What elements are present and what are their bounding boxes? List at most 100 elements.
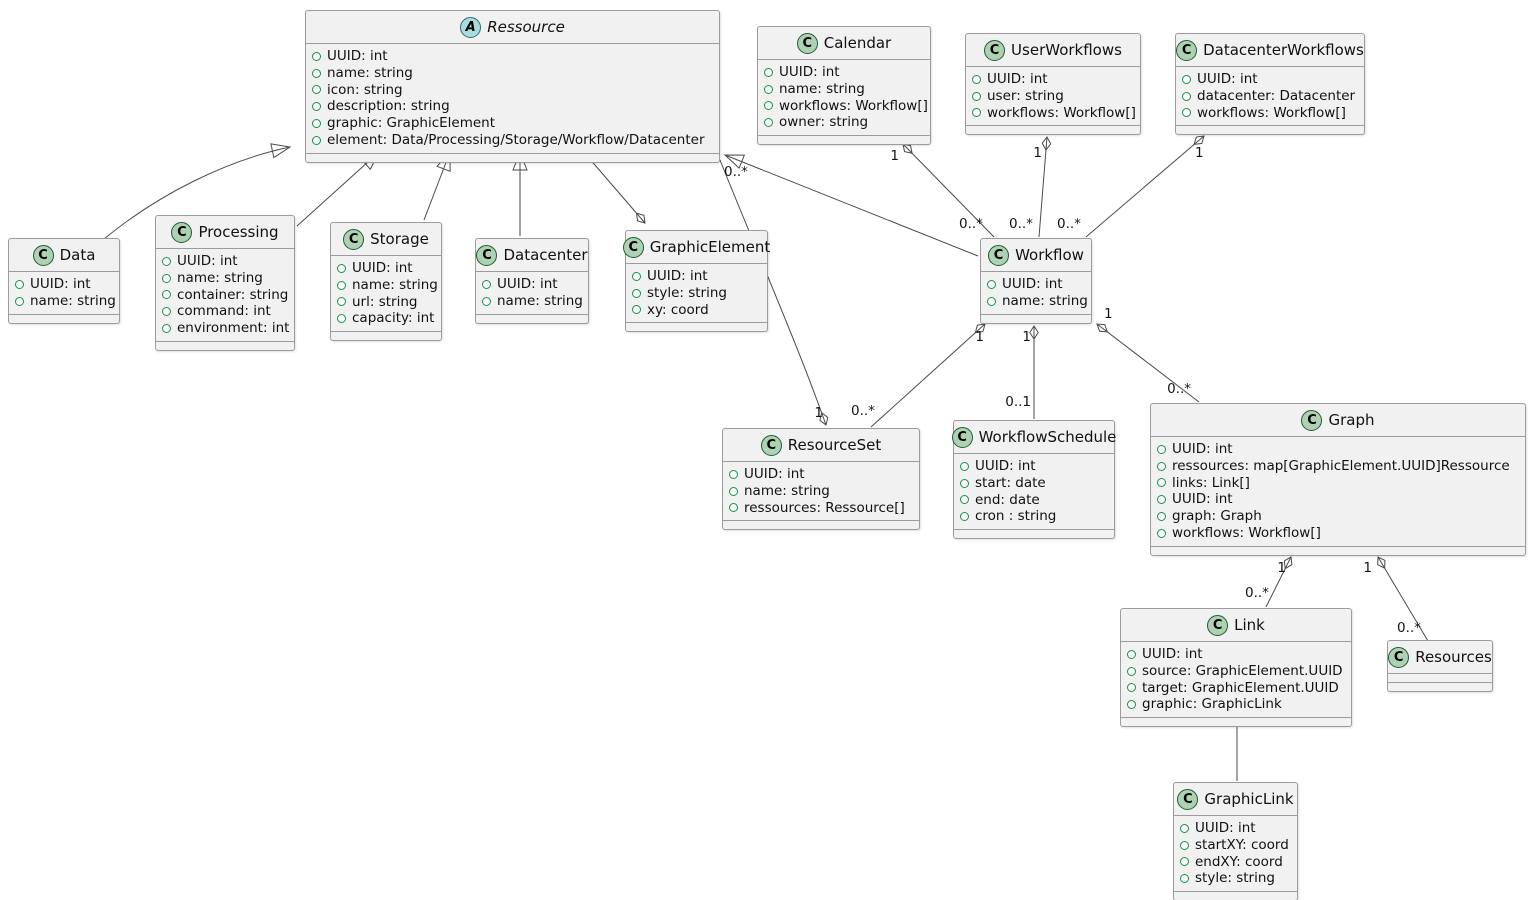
attribute-text: ressources: map[GraphicElement.UUID]Ress… [1172,457,1510,474]
field-visibility-icon [960,461,969,471]
class-icon: C [1177,788,1199,810]
class-title: C UserWorkflows [966,34,1140,67]
attribute-text: capacity: int [352,310,435,327]
multiplicity-label: 1 [1104,306,1113,322]
multiplicity-label: 0..* [1167,381,1191,397]
attribute-text: UUID: int [1172,441,1233,457]
class-name: WorkflowSchedule [978,428,1117,446]
field-visibility-icon [632,271,641,281]
methods-compartment [306,152,719,162]
edge-resourceset-aggregates-ressource [719,159,829,426]
attribute-text: UUID: int [327,48,388,64]
field-visibility-icon [764,101,773,111]
multiplicity-label: 0..* [1245,585,1269,601]
attribute-text: datacenter: Datacenter [1197,87,1356,104]
attribute-row: workflows: Workflow[] [1157,525,1518,542]
attribute-row: UUID: int [1182,71,1357,88]
attribute-text: style: string [647,284,727,301]
multiplicity-label: 0..* [1057,216,1081,232]
attribute-row: name: string [312,65,712,82]
field-visibility-icon [162,324,171,334]
attribute-text: user: string [987,87,1064,104]
class-icon: C [1207,614,1229,636]
class-icon: C [1176,39,1198,61]
attribute-row: cron : string [960,508,1107,525]
field-visibility-icon [312,68,321,78]
attribute-text: UUID: int [1002,276,1063,292]
field-visibility-icon [1127,700,1136,710]
field-visibility-icon [337,280,346,290]
class-icon: C [988,244,1010,266]
attribute-text: UUID: int [352,260,413,276]
attribute-text: UUID: int [1172,491,1233,508]
methods-compartment [331,331,441,340]
attribute-row: start: date [960,475,1107,492]
attribute-row: xy: coord [632,302,760,319]
attribute-text: UUID: int [987,71,1048,87]
attribute-row: target: GraphicElement.UUID [1127,680,1344,697]
edge-graph-aggregates-resources [1377,556,1429,642]
class-title: C ResourceSet [723,429,919,462]
attribute-text: description: string [327,98,450,115]
attribute-row: name: string [15,293,116,310]
attribute-row: UUID: int [1180,820,1290,837]
attribute-text: UUID: int [177,253,238,269]
attribute-row: UUID: int [312,48,712,65]
attribute-row: graphic: GraphicElement [312,115,712,132]
attribute-text: owner: string [779,114,869,131]
attribute-text: workflows: Workflow[] [1197,104,1346,121]
class-icon: C [32,244,54,266]
field-visibility-icon [162,307,171,317]
attribute-text: graph: Graph [1172,508,1262,525]
attribute-row: startXY: coord [1180,837,1290,854]
class-name: Data [59,246,96,264]
attribute-row: UUID: int [1157,441,1518,458]
attribute-row: capacity: int [337,310,434,327]
field-visibility-icon [162,290,171,300]
attribute-text: UUID: int [779,64,840,80]
field-visibility-icon [960,495,969,505]
field-visibility-icon [1180,857,1189,867]
attribute-text: source: GraphicElement.UUID [1142,662,1343,679]
class-title: C DatacenterWorkflows [1176,34,1364,67]
attribute-row: source: GraphicElement.UUID [1127,663,1344,680]
attribute-text: environment: int [177,320,290,337]
attribute-text: UUID: int [1142,646,1203,662]
field-visibility-icon [632,305,641,315]
multiplicity-label: 0..* [1397,620,1421,636]
methods-compartment [1121,717,1351,726]
attribute-row: UUID: int [1127,646,1344,663]
class-title: C GraphicLink [1174,783,1297,816]
class-name: Link [1234,616,1265,634]
attribute-text: name: string [497,292,583,309]
attribute-row: endXY: coord [1180,854,1290,871]
multiplicity-label: 1 [1363,560,1372,576]
field-visibility-icon [15,296,24,306]
field-visibility-icon [1182,74,1191,84]
multiplicity-label: 1 [890,148,899,164]
edge-data-extends-ressource [103,143,292,240]
attribute-text: end: date [975,491,1040,508]
field-visibility-icon [162,273,171,283]
class-icon: C [622,236,644,258]
attribute-text: cron : string [975,508,1057,525]
attribute-row: name: string [162,270,287,287]
field-visibility-icon [1182,91,1191,101]
attribute-row: UUID: int [764,64,923,81]
class-name: GraphicElement [649,238,771,256]
field-visibility-icon [312,51,321,61]
attribute-row: container: string [162,287,288,304]
edge-storage-extends-ressource [423,150,451,221]
class-title: C Graph [1151,404,1525,437]
methods-compartment [1176,125,1364,134]
attribute-row: UUID: int [632,268,760,285]
field-visibility-icon [312,135,321,145]
class-title: C Processing [156,216,294,249]
attribute-text: url: string [352,293,418,310]
